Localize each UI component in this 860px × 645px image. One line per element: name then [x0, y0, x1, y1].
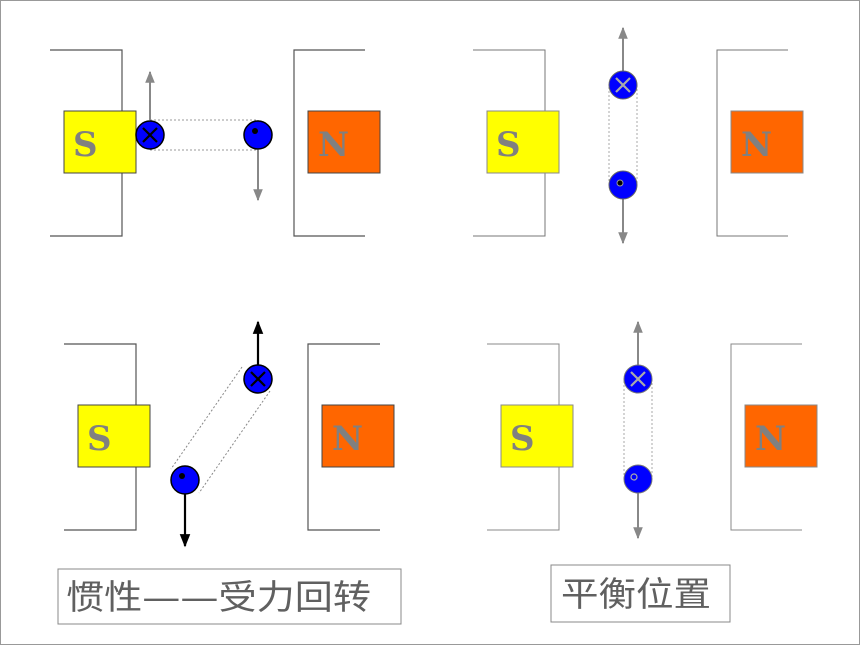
magnet-frame-right [716, 49, 788, 237]
north-pole-label: N [332, 419, 363, 459]
caption-box-inertia [57, 568, 402, 625]
dot-icon [252, 128, 258, 134]
conductor-out-of-page [243, 120, 273, 150]
magnet-frame-right [730, 343, 802, 531]
panel-top-left: S N [50, 49, 381, 237]
caption-inertia: 惯性——受力回转 [66, 578, 371, 618]
conductor-out-of-page [623, 464, 653, 494]
south-pole [486, 110, 560, 174]
conductor-out-of-page [608, 170, 638, 200]
coil-outline [608, 84, 638, 186]
north-pole-label: N [318, 125, 349, 165]
panel-bottom-right: S N [487, 320, 818, 540]
panel-bottom-left: S N [64, 320, 395, 548]
south-pole [77, 404, 151, 468]
dot-icon [179, 473, 185, 479]
coil-outline [623, 378, 653, 480]
dot-icon [630, 473, 638, 481]
magnet-frame-right [293, 49, 365, 237]
caption-equilibrium: 平衡位置 [561, 575, 711, 615]
cross-icon [615, 77, 631, 93]
coil-outline [170, 366, 271, 494]
north-pole [321, 404, 395, 468]
north-pole [744, 404, 818, 468]
south-pole-label: S [496, 125, 521, 165]
north-pole [307, 110, 381, 174]
conductor-out-of-page [170, 465, 200, 495]
cross-icon [142, 127, 158, 143]
cross-icon [630, 371, 646, 387]
cross-icon [250, 371, 266, 387]
north-pole [730, 110, 804, 174]
caption-box-equilibrium [550, 564, 731, 623]
south-pole-label: S [73, 125, 98, 165]
coil-outline [149, 119, 259, 151]
north-pole-label: N [741, 125, 772, 165]
panel-top-right: S N [473, 26, 804, 245]
north-pole-label: N [755, 419, 786, 459]
dot-icon [616, 179, 624, 187]
magnet-frame-right [307, 343, 380, 531]
south-pole-label: S [510, 419, 535, 459]
south-pole-label: S [87, 419, 112, 459]
south-pole [63, 110, 137, 174]
south-pole [500, 404, 574, 468]
